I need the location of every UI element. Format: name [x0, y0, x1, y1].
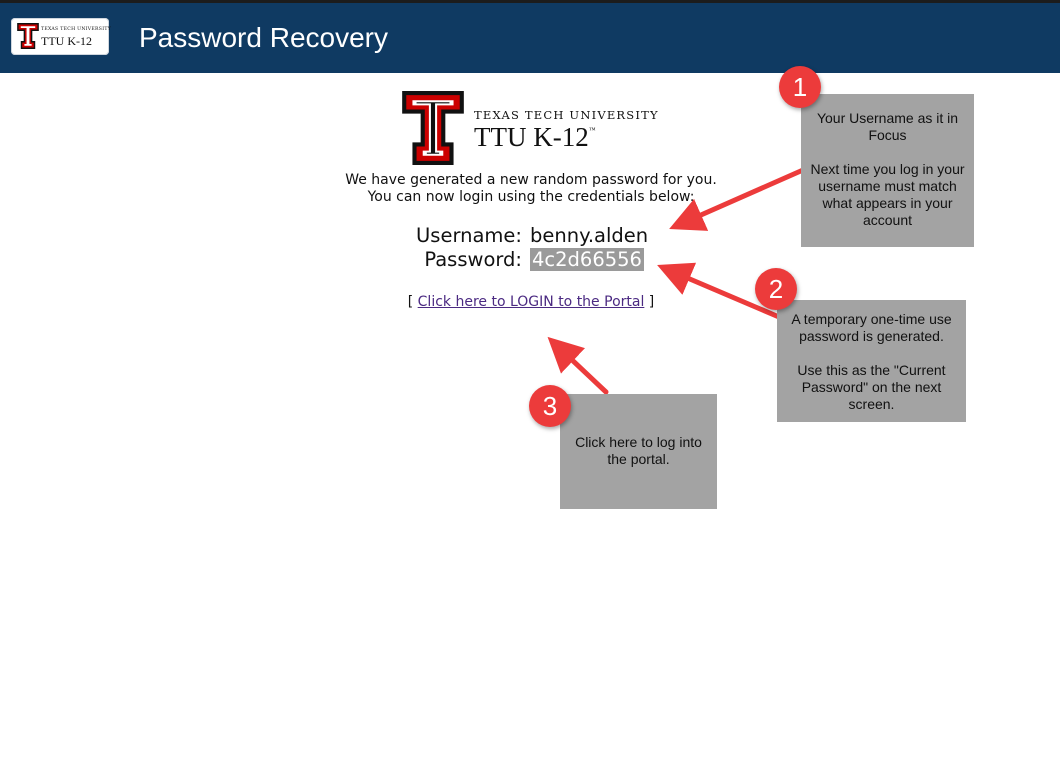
username-value: benny.alden [530, 224, 649, 247]
message-line-2: You can now login using the credentials … [367, 189, 695, 205]
arrow-to-username [669, 167, 806, 231]
step-badge-2: 2 [755, 268, 797, 310]
callout-login-text-1: Click here to log into the portal. [575, 434, 702, 467]
ttu-k12-logo: TEXAS TECH UNIVERSITY TTU K-12™ [402, 91, 664, 165]
header-logo-university: TEXAS TECH UNIVERSITY [41, 27, 112, 32]
page-title: Password Recovery [139, 22, 388, 53]
callout-password-text-1: A temporary one-time use password is gen… [791, 311, 952, 344]
login-link-row: [ Click here to LOGIN to the Portal ] [407, 294, 655, 310]
password-label: Password: [424, 248, 522, 271]
window-top-border [0, 0, 1060, 3]
header-logo-brand: TTU K-12 [41, 34, 92, 48]
header-logo[interactable]: TEXAS TECH UNIVERSITY TTU K-12 [11, 18, 112, 55]
trademark-symbol: ™ [588, 126, 596, 134]
arrow-to-password [657, 262, 789, 323]
callout-password: A temporary one-time use password is gen… [777, 300, 966, 422]
username-label: Username: [416, 224, 522, 247]
logo-university-name: TEXAS TECH UNIVERSITY [474, 108, 659, 122]
callout-username-text-2: Next time you log in your username must … [810, 161, 965, 228]
double-t-logo-icon [17, 23, 39, 49]
step-badge-1: 1 [779, 66, 821, 108]
callout-login: Click here to log into the portal. [560, 394, 717, 509]
callout-username: Your Username as it in Focus Next time y… [801, 94, 974, 247]
arrow-to-login-link [547, 336, 609, 395]
logo-brand-name: TTU K-12™ [474, 122, 596, 152]
callout-username-text-1: Your Username as it in Focus [816, 110, 959, 143]
message-line-1: We have generated a new random password … [345, 172, 717, 188]
recovery-message: We have generated a new random password … [300, 172, 762, 206]
step-badge-3: 3 [529, 385, 571, 427]
password-value[interactable]: 4c2d66556 [530, 248, 644, 271]
callout-password-text-2: Use this as the "Current Password" on th… [797, 362, 946, 412]
double-t-logo-icon [402, 91, 464, 165]
login-portal-link[interactable]: Click here to LOGIN to the Portal [417, 294, 645, 310]
page-header: TEXAS TECH UNIVERSITY TTU K-12 Password … [0, 3, 1060, 73]
